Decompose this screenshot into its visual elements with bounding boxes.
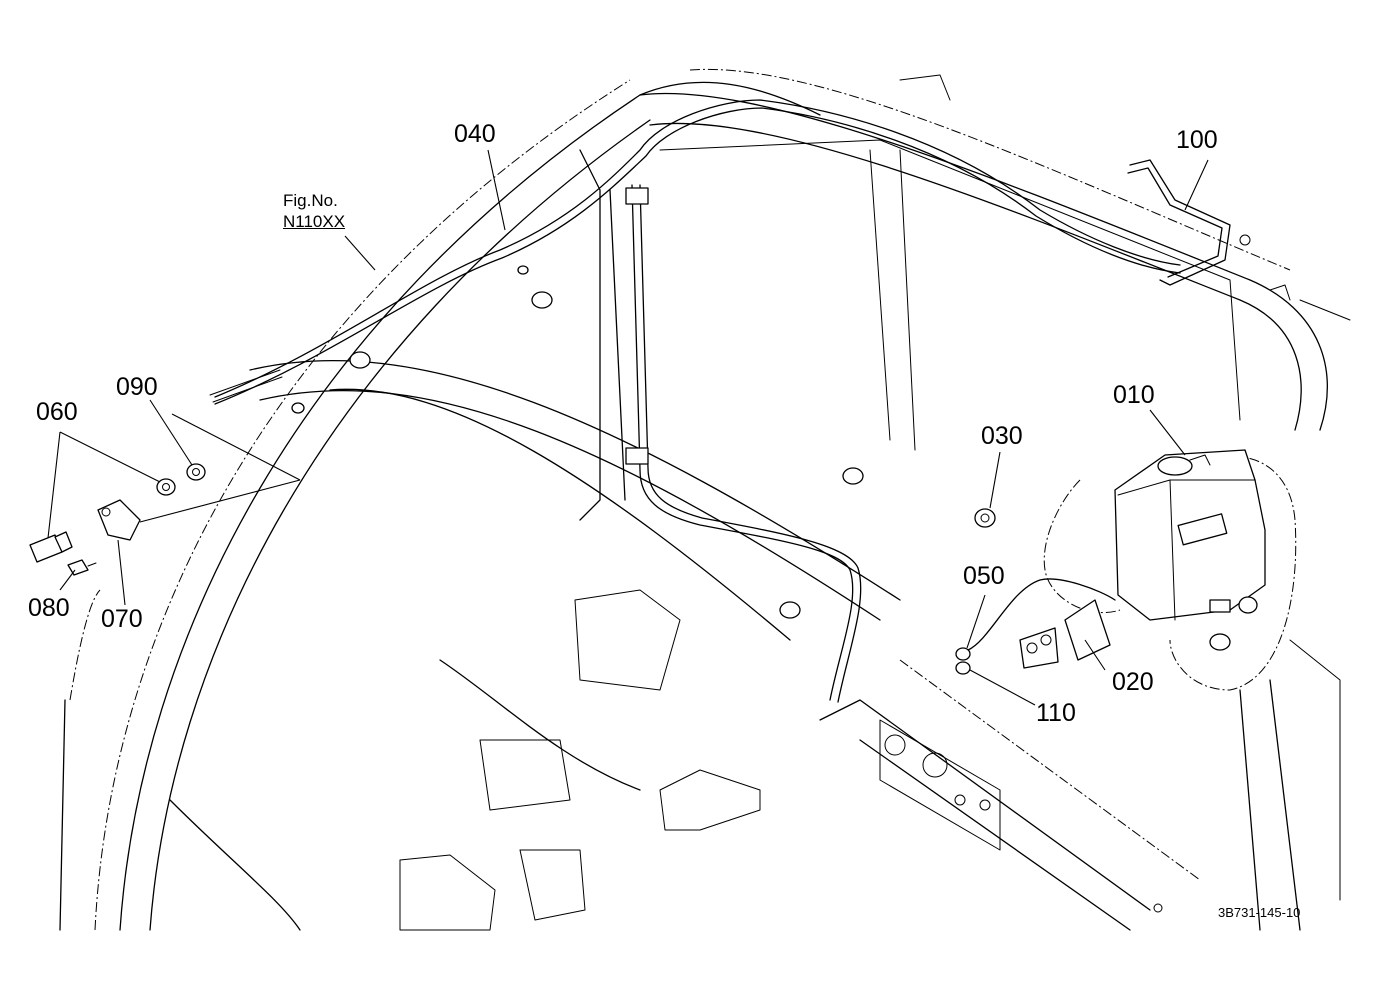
callout-020: 020 — [1112, 668, 1154, 696]
callout-030: 030 — [981, 422, 1023, 450]
washer-tank-assembly — [967, 449, 1297, 691]
small-fasteners — [955, 508, 996, 675]
leader-010 — [1149, 409, 1186, 456]
leader-090 — [149, 399, 193, 466]
leader-020 — [1084, 639, 1106, 671]
callout-090: 090 — [116, 373, 158, 401]
leader-060a — [59, 431, 161, 483]
leader-fig-ref — [344, 235, 376, 271]
leader-070 — [117, 539, 126, 606]
callout-040: 040 — [454, 120, 496, 148]
leader-100 — [1184, 159, 1209, 211]
callout-080: 080 — [28, 594, 70, 622]
nozzle-exploded-parts — [29, 369, 283, 576]
leader-110 — [969, 669, 1036, 706]
leader-030 — [989, 451, 1001, 509]
leader-040 — [487, 149, 506, 231]
figure-reference-code[interactable]: N110XX — [283, 212, 346, 232]
washer-hose — [214, 99, 1181, 703]
drawing-number: 3B731-145-10 — [1218, 905, 1301, 920]
leader-lines — [47, 149, 1209, 706]
leader-group-b — [139, 479, 301, 523]
leader-080 — [59, 569, 76, 591]
figure-reference: Fig.No. N110XX — [283, 190, 345, 233]
pipe-100 — [1127, 159, 1231, 286]
callout-110: 110 — [1036, 699, 1076, 727]
leader-group-a — [171, 413, 301, 481]
figure-reference-label: Fig.No. — [283, 191, 338, 210]
callout-050: 050 — [963, 562, 1005, 590]
callout-010: 010 — [1113, 381, 1155, 409]
callout-100: 100 — [1176, 126, 1218, 154]
callout-060: 060 — [36, 398, 78, 426]
leader-050 — [966, 594, 986, 649]
leader-060b — [47, 431, 61, 539]
callout-070: 070 — [101, 605, 143, 633]
cab-frame — [59, 68, 1351, 931]
